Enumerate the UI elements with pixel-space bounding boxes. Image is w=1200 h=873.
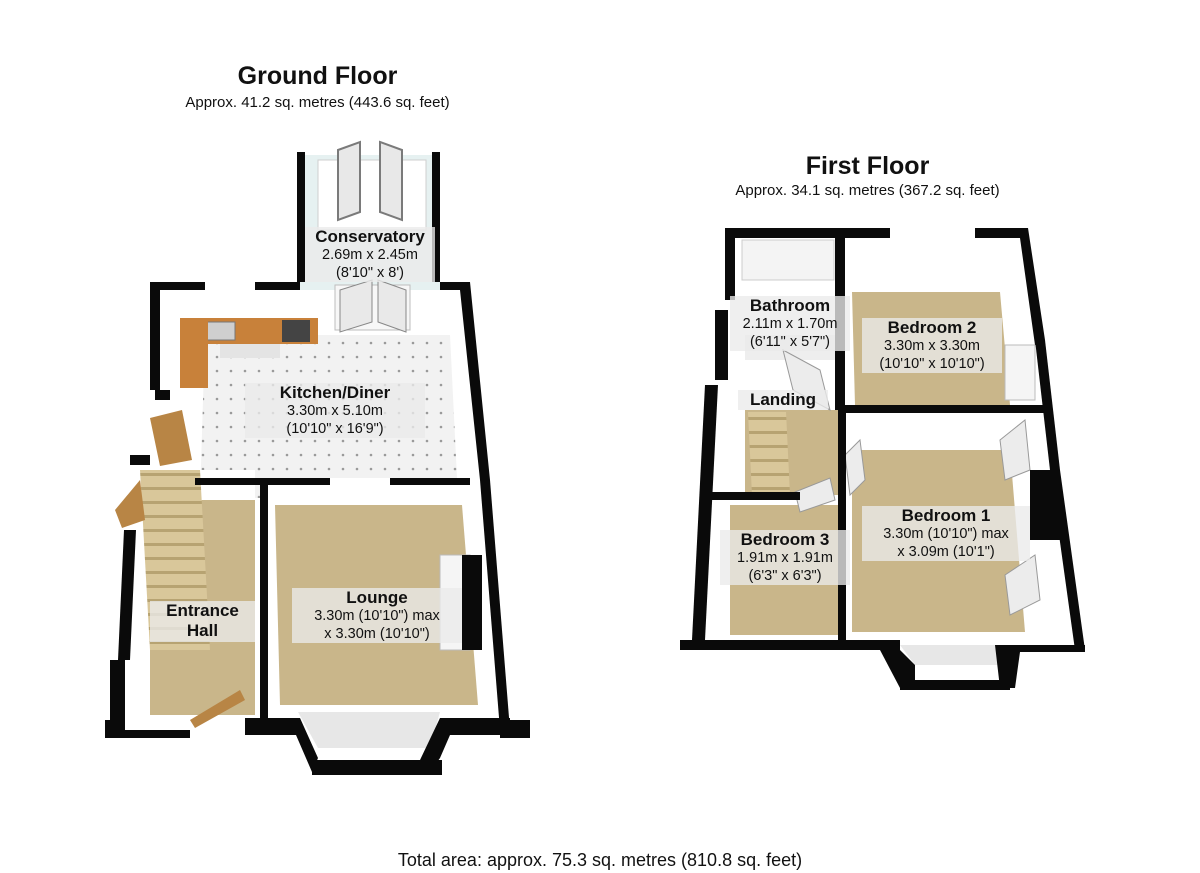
bedroom-2-dim-imperial: (10'10" x 10'10") [862, 355, 1002, 374]
kitchen-dim-metric: 3.30m x 5.10m [245, 403, 425, 421]
first-floor-area: Approx. 34.1 sq. metres (367.2 sq. feet) [735, 182, 1000, 199]
bedroom-2-label: Bedroom 2 3.30m x 3.30m (10'10" x 10'10"… [862, 318, 1002, 374]
bathroom-dim-imperial: (6'11" x 5'7") [730, 333, 850, 352]
conservatory-dim-imperial: (8'10" x 8') [305, 264, 435, 283]
bedroom-3-name: Bedroom 3 [720, 530, 850, 551]
bathroom-dim-metric: 2.11m x 1.70m [730, 316, 850, 334]
bedroom-1-name: Bedroom 1 [862, 506, 1030, 527]
conservatory-label: Conservatory 2.69m x 2.45m (8'10" x 8') [305, 227, 435, 283]
bedroom-2-name: Bedroom 2 [862, 318, 1002, 339]
landing-name: Landing [738, 390, 828, 411]
kitchen-dim-imperial: (10'10" x 16'9") [245, 420, 425, 439]
ground-floor-area: Approx. 41.2 sq. metres (443.6 sq. feet) [185, 94, 450, 111]
landing-label: Landing [738, 390, 828, 411]
bedroom-1-dim-line2: x 3.09m (10'1") [862, 543, 1030, 562]
bedroom-2-dim-metric: 3.30m x 3.30m [862, 338, 1002, 356]
bathroom-name: Bathroom [730, 296, 850, 317]
conservatory-name: Conservatory [305, 227, 435, 248]
entrance-hall-name-line1: Entrance [150, 601, 255, 622]
bedroom-3-dim-metric: 1.91m x 1.91m [720, 550, 850, 568]
ground-floor-walls [105, 282, 530, 775]
entrance-hall-name-line2: Hall [150, 621, 255, 642]
bedroom-1-dim-line1: 3.30m (10'10") max [862, 526, 1030, 544]
bedroom-3-dim-imperial: (6'3" x 6'3") [720, 567, 850, 586]
kitchen-label: Kitchen/Diner 3.30m x 5.10m (10'10" x 16… [245, 383, 425, 439]
kitchen-name: Kitchen/Diner [245, 383, 425, 404]
lounge-dim-line2: x 3.30m (10'10") [292, 625, 462, 644]
bathroom-label: Bathroom 2.11m x 1.70m (6'11" x 5'7") [730, 296, 850, 352]
total-area: Total area: approx. 75.3 sq. metres (810… [397, 850, 803, 870]
lounge-name: Lounge [292, 588, 462, 609]
conservatory-dim-metric: 2.69m x 2.45m [305, 247, 435, 265]
entrance-hall-room [115, 470, 255, 728]
lounge-label: Lounge 3.30m (10'10") max x 3.30m (10'10… [292, 588, 462, 644]
first-floor-title: First Floor [805, 152, 930, 180]
landing-room [725, 349, 845, 495]
bedroom-3-label: Bedroom 3 1.91m x 1.91m (6'3" x 6'3") [720, 530, 850, 586]
entrance-hall-label: Entrance Hall [150, 601, 255, 642]
ground-floor-title: Ground Floor [237, 62, 398, 90]
bedroom-1-label: Bedroom 1 3.30m (10'10") max x 3.09m (10… [862, 506, 1030, 562]
lounge-dim-line1: 3.30m (10'10") max [292, 608, 462, 626]
